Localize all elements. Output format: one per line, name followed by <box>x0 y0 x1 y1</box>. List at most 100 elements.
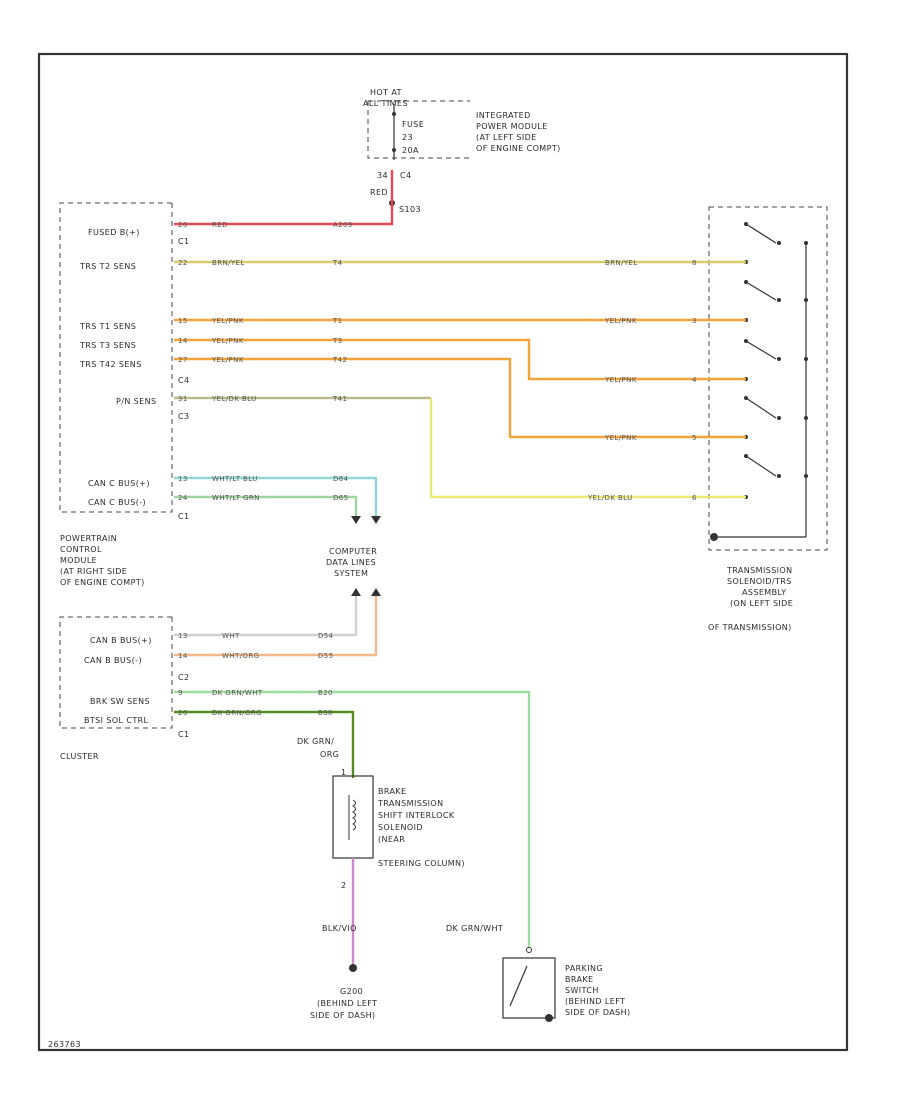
pcm-conn-c4: C4 <box>178 376 189 385</box>
trs-contact-dots <box>710 222 808 541</box>
btsi-name-2: TRANSMISSION <box>377 799 444 808</box>
pcm-name-5: OF ENGINE COMPT) <box>60 578 145 587</box>
wire-can-b-plus-circuit: D54 <box>318 632 334 640</box>
trs-name-1: TRANSMISSION <box>726 566 793 575</box>
wire-fused-circuit: A209 <box>333 221 353 229</box>
wire-t1-color-r: YEL/PNK <box>604 317 637 325</box>
pcm-name-3: MODULE <box>60 556 97 565</box>
wire-pn-pin: 31 <box>178 395 188 403</box>
pbs-name-2: BRAKE <box>565 975 594 984</box>
pbs-name-1: PARKING <box>565 964 603 973</box>
wire-pn-yellow <box>429 398 746 499</box>
btsi-solenoid-body <box>332 775 374 859</box>
wire-can-c-plus-pin: 13 <box>178 475 188 483</box>
wire-btsi-circuit: B38 <box>318 709 333 717</box>
fuse-label: FUSE <box>402 120 424 129</box>
ground-loc-2: SIDE OF DASH) <box>310 1011 376 1020</box>
wire-can-b-minus <box>174 596 378 657</box>
fuse-amperage: 20A <box>402 146 419 155</box>
btsi-name-4: SOLENOID <box>378 823 423 832</box>
cluster-conn-c1: C1 <box>178 730 189 739</box>
wire-can-c-minus <box>174 495 358 516</box>
pbs-name-5: SIDE OF DASH) <box>565 1008 631 1017</box>
wire-pn-tpin: 6 <box>692 494 697 502</box>
pcm-pin-fused-b: FUSED B(+) <box>88 228 140 237</box>
wire-brk-sw <box>174 690 531 948</box>
wire-t2-circuit: T4 <box>332 259 343 267</box>
wire-t2-pin: 22 <box>178 259 188 267</box>
can-c-arrow-left <box>351 516 361 524</box>
wire-can-b-plus-color: WHT <box>222 632 240 640</box>
pcm-name-4: (AT RIGHT SIDE <box>60 567 127 576</box>
wire-t2-color-r: BRN/YEL <box>605 259 638 267</box>
pcm-conn-c1: C1 <box>178 237 189 246</box>
pcm-conn-c3: C3 <box>178 412 189 421</box>
ipm-hot-at: HOT AT <box>370 88 402 97</box>
wire-fused-color: RED <box>212 221 228 229</box>
wire-pn-circuit: T41 <box>332 395 347 403</box>
btsi-name-5: (NEAR <box>378 835 405 844</box>
wire-t42-color-r: YEL/PNK <box>604 434 637 442</box>
diagram-frame <box>37 52 849 1052</box>
fuse-number: 23 <box>402 133 413 142</box>
wire-t1-pin: 15 <box>178 317 188 325</box>
ipm-all-times: ALL TIMES <box>363 99 408 108</box>
wire-pn-color: YEL/DK BLU <box>211 395 257 403</box>
cluster-pin-btsi: BTSI SOL CTRL <box>84 716 149 725</box>
wire-t3 <box>174 338 746 381</box>
wire-t42-tpin: 5 <box>692 434 697 442</box>
pcm-name-1: POWERTRAIN <box>60 534 117 543</box>
cluster-box <box>59 616 173 729</box>
ipm-conn-c4: C4 <box>400 171 411 180</box>
wire-can-c-plus-color: WHT/LT BLU <box>212 475 258 483</box>
wire-t42-color: YEL/PNK <box>211 356 244 364</box>
trs-name-3: ASSEMBLY <box>742 588 787 597</box>
wire-btsi-color: DK GRN/ORG <box>212 709 262 717</box>
pcm-pin-trs-t42: TRS T42 SENS <box>79 360 142 369</box>
wire-btsi-pin: 20 <box>178 709 188 717</box>
cluster-pin-brk-sw: BRK SW SENS <box>90 697 150 706</box>
wire-t3-pin: 14 <box>178 337 188 345</box>
wire-t3-color: YEL/PNK <box>211 337 244 345</box>
ground-g200-icon <box>349 964 357 972</box>
wire-t3-color-r: YEL/PNK <box>604 376 637 384</box>
pcm-pin-can-c-plus: CAN C BUS(+) <box>88 479 150 488</box>
wire-fused-pin: 20 <box>178 221 188 229</box>
wire-t2-tpin: 8 <box>692 259 697 267</box>
trs-switches <box>716 223 807 538</box>
cluster-name: CLUSTER <box>60 752 99 761</box>
trs-name-4: (ON LEFT SIDE <box>730 599 793 608</box>
wire-can-b-minus-pin: 14 <box>178 652 188 660</box>
wire-can-b-plus-pin: 13 <box>178 632 188 640</box>
can-b-arrow-left <box>351 588 361 596</box>
ground-loc-1: (BEHIND LEFT <box>317 999 377 1008</box>
btsi-wire-1: DK GRN/ <box>297 737 334 746</box>
ipm-box <box>367 100 470 159</box>
btsi-pin-top: 1 <box>341 768 347 777</box>
pbs-terminal-top <box>526 947 532 953</box>
btsi-coil-icon <box>348 795 356 840</box>
btsi-name-1: BRAKE <box>378 787 407 796</box>
pcm-pin-can-c-minus: CAN C BUS(-) <box>88 498 146 507</box>
wire-pn-color-r: YEL/DK BLU <box>587 494 633 502</box>
ipm-note-2: POWER MODULE <box>476 122 548 131</box>
wire-can-c-plus-circuit: D64 <box>333 475 349 483</box>
wire-can-b-minus-circuit: D55 <box>318 652 334 660</box>
wire-t3-tpin: 4 <box>692 376 697 384</box>
wire-t2-color: BRN/YEL <box>212 259 245 267</box>
btsi-pin-bottom: 2 <box>341 881 347 890</box>
can-c-arrow-right <box>371 516 381 524</box>
trs-name-5: OF TRANSMISSION) <box>708 623 792 632</box>
pcm-pin-trs-t2: TRS T2 SENS <box>79 262 136 271</box>
pcm-pin-trs-t3: TRS T3 SENS <box>79 341 136 350</box>
wire-can-b-minus-color: WHT/ORG <box>222 652 259 660</box>
can-b-arrow-right <box>371 588 381 596</box>
pbs-switch-icon <box>509 965 528 1007</box>
wire-can-c-minus-pin: 24 <box>178 494 188 502</box>
pcm-name-2: CONTROL <box>60 545 102 554</box>
wire-fused-red <box>174 203 394 226</box>
splice-label: S103 <box>399 205 421 214</box>
pbs-name-4: (BEHIND LEFT <box>565 997 625 1006</box>
wire-can-c-plus <box>174 476 378 516</box>
